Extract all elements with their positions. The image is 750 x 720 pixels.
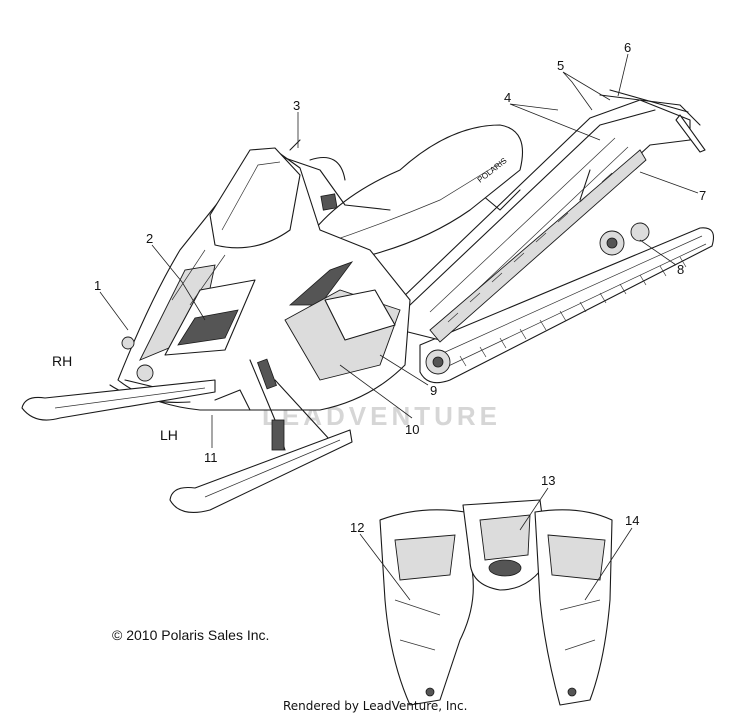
callout-7: 7 <box>699 188 706 203</box>
callout-10: 10 <box>405 422 419 437</box>
callout-3: 3 <box>293 98 300 113</box>
snowmobile-illustration: POLARIS <box>21 89 715 513</box>
callout-13: 13 <box>541 473 555 488</box>
callout-1: 1 <box>94 278 101 293</box>
callouts: 1 2 3 4 5 6 7 8 9 10 11 12 13 14 <box>94 40 706 535</box>
front-suspension <box>214 358 331 451</box>
track-assembly <box>419 222 715 384</box>
callout-9: 9 <box>430 383 437 398</box>
lh-label: LH <box>160 427 178 443</box>
ski-left <box>169 429 353 513</box>
callout-2: 2 <box>146 231 153 246</box>
callout-4: 4 <box>504 90 511 105</box>
copyright-text: © 2010 Polaris Sales Inc. <box>112 627 269 643</box>
handlebars <box>284 139 391 211</box>
ski-right <box>21 379 216 421</box>
callout-14: 14 <box>625 513 639 528</box>
callout-12: 12 <box>350 520 364 535</box>
side-labels: RH LH <box>52 353 178 443</box>
callout-6: 6 <box>624 40 631 55</box>
hood-body <box>109 147 411 411</box>
leader-lines <box>99 53 699 601</box>
callout-8: 8 <box>677 262 684 277</box>
callout-11: 11 <box>204 450 218 465</box>
callout-5: 5 <box>557 58 564 73</box>
hood-inset-illustration <box>379 499 613 706</box>
seat: POLARIS <box>299 124 524 261</box>
footer-text: Rendered by LeadVenture, Inc. <box>283 699 467 713</box>
rh-label: RH <box>52 353 72 369</box>
